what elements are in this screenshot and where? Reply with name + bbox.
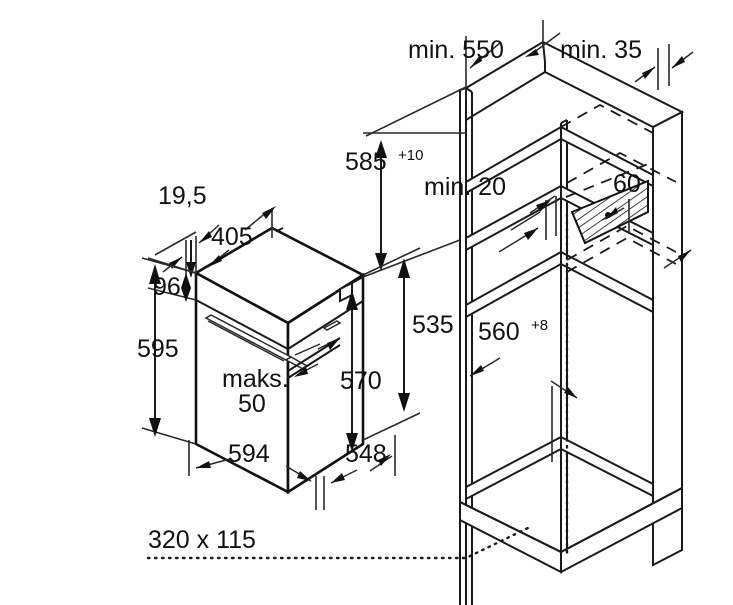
cabinet-left-panel [459, 86, 473, 605]
label-570: 570 [340, 367, 382, 395]
oven-side-grip [322, 320, 342, 331]
dim-560 [469, 357, 578, 462]
dim-min-35 [634, 44, 694, 90]
label-maks: maks. [222, 365, 289, 393]
label-min-20: min. 20 [424, 173, 506, 201]
oven-right-face [286, 272, 365, 495]
label-min-35: min. 35 [560, 36, 642, 64]
label-96: 96 [153, 273, 181, 301]
oven-door-handle [204, 314, 309, 370]
label-60: 60 [613, 170, 641, 198]
label-560: 560 [478, 318, 520, 346]
label-585-sup: +10 [398, 147, 423, 164]
dim-570 [346, 290, 358, 452]
cabinet-upper-shelf [465, 103, 654, 195]
cabinet-bottom-plinth [459, 435, 683, 574]
label-535: 535 [412, 311, 454, 339]
label-405: 405 [211, 223, 253, 251]
label-min-550: min. 550 [408, 36, 504, 64]
label-548: 548 [345, 440, 387, 468]
vent-size-leader [146, 525, 532, 560]
dim-595 [141, 257, 197, 445]
label-594: 594 [228, 440, 270, 468]
oven-assembly [193, 226, 366, 495]
label-50: 50 [238, 390, 266, 418]
dim-60 [601, 199, 692, 269]
label-585: 585 [345, 148, 387, 176]
cabinet-assembly [459, 40, 685, 605]
dim-585 [362, 86, 467, 278]
dim-min-550 [465, 20, 561, 100]
dim-405 [154, 206, 276, 268]
dim-548 [323, 435, 396, 510]
dim-maks-50 [294, 337, 341, 377]
dim-min-20 [498, 195, 557, 253]
dim-594 [188, 440, 317, 510]
dim-535 [362, 247, 421, 441]
label-19-5: 19,5 [158, 182, 207, 210]
cabinet-lower-shelf [465, 224, 677, 319]
cabinet-vent-outline [565, 163, 649, 244]
label-vent-size: 320 x 115 [148, 526, 256, 554]
label-560-sup: +8 [531, 317, 548, 334]
label-595: 595 [137, 335, 179, 363]
